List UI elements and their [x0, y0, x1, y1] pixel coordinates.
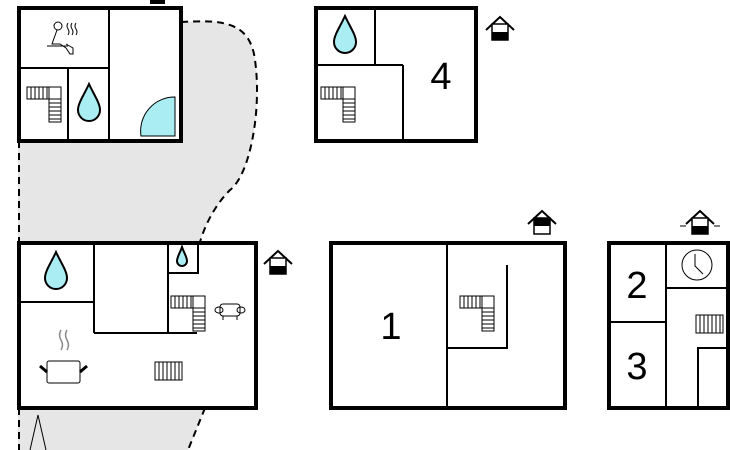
radiator-icon [154, 361, 183, 381]
kitchen-pot-icon [39, 329, 88, 384]
sauna-icon [47, 21, 78, 55]
stairs-icon [320, 86, 356, 123]
radiator-icon [695, 314, 724, 334]
room-label-3: 3 [626, 346, 647, 388]
water-drop-icon [76, 81, 102, 122]
stairs-icon [459, 295, 495, 332]
water-drop-icon [43, 249, 69, 290]
water-drop-icon [332, 13, 358, 54]
room-label-1: 1 [380, 306, 401, 348]
room-label-2: 2 [626, 265, 647, 307]
outdoor-terrace [18, 20, 258, 450]
house-level-icon [485, 16, 515, 41]
stairs-icon [26, 86, 62, 123]
floor-plan-ground-left [17, 241, 293, 410]
room-label-4: 4 [430, 56, 451, 98]
floor-plan-ground-right: 2 3 [607, 210, 730, 410]
floor-plan-upper-left [17, 0, 183, 143]
house-level-icon [527, 210, 557, 235]
stairs-icon [170, 295, 206, 332]
sofa-icon [214, 303, 246, 320]
shower-icon [140, 96, 176, 137]
house-level-icon [680, 210, 720, 235]
house-level-icon [263, 250, 293, 275]
floor-plan-ground-middle: 1 [329, 210, 567, 410]
clock-icon [681, 249, 713, 281]
floor-plan-upper-middle: 4 [314, 6, 515, 143]
small-water-drop-icon [175, 243, 189, 267]
